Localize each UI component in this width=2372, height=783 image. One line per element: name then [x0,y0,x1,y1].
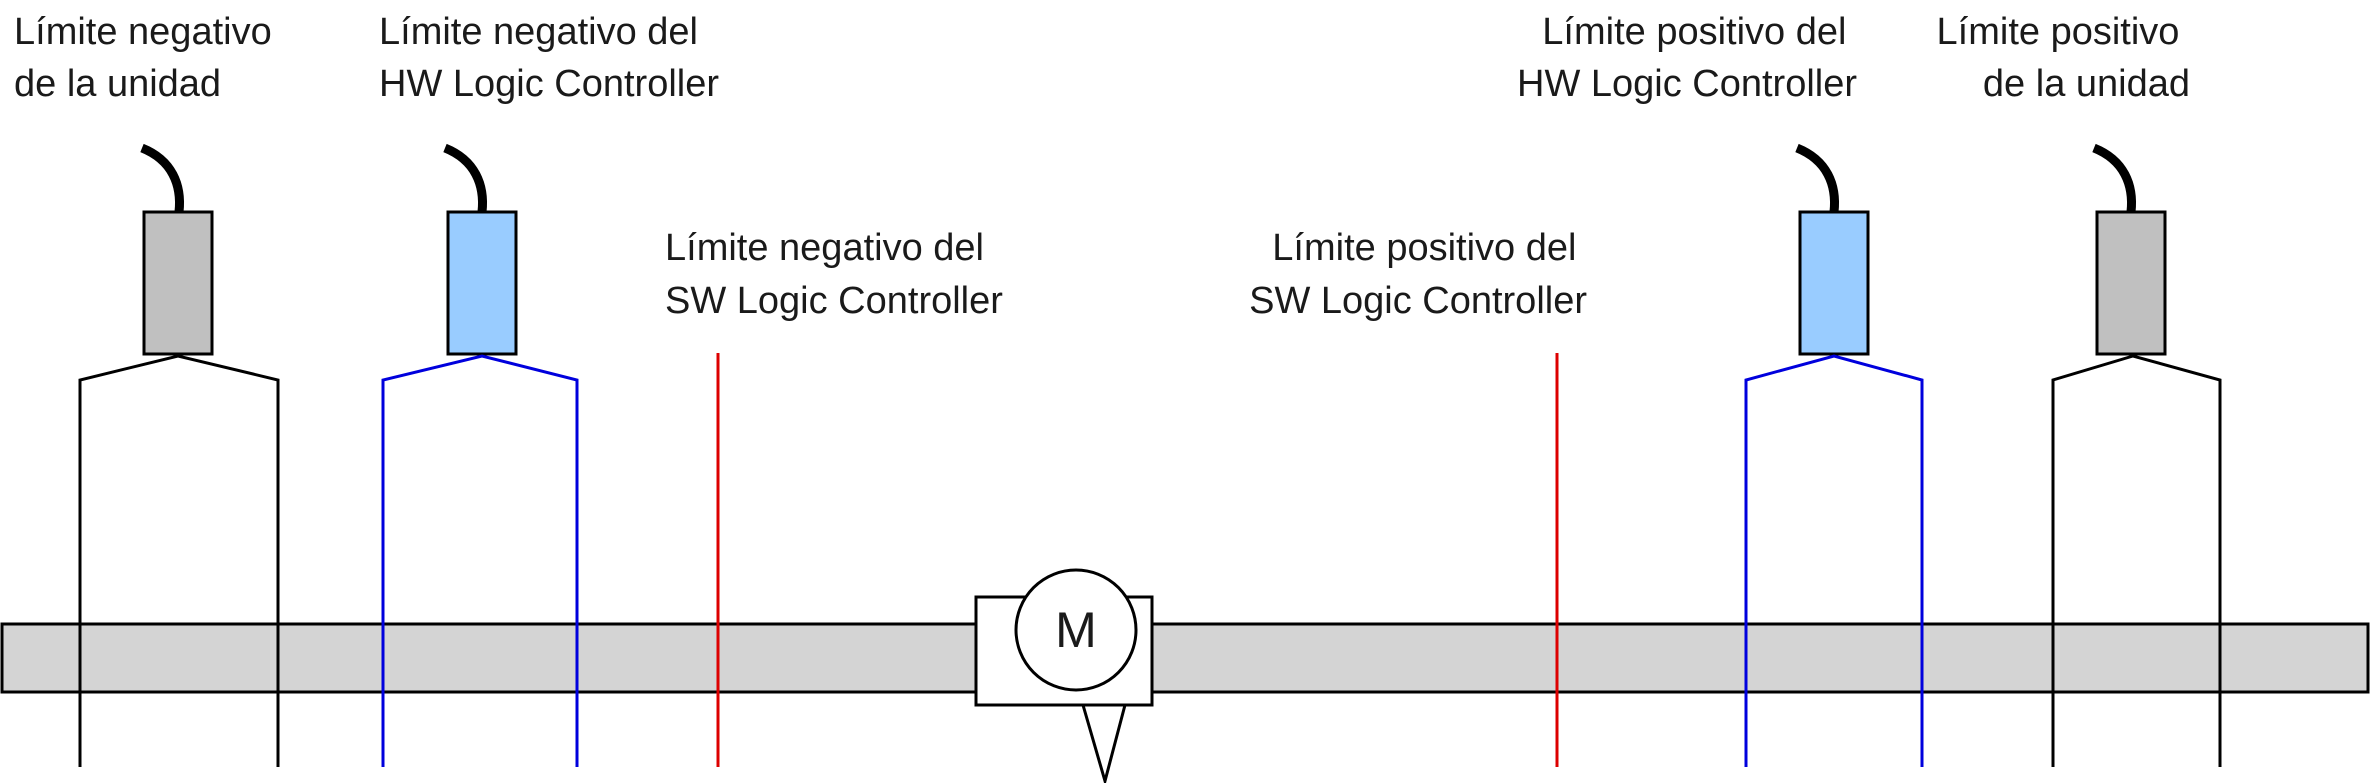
label-hw-negative: Límite negativo del HW Logic Controller [379,11,719,105]
label-line: SW Logic Controller [665,280,1003,322]
motor-symbol: M [1055,602,1097,658]
detection-bracket [1744,354,1924,767]
label-line: HW Logic Controller [379,63,719,105]
detection-bracket [2051,354,2222,767]
label-line: Límite positivo [1937,11,2180,53]
motor-icon [1014,568,1138,692]
label-hw-positive: Límite positivo del HW Logic Controller [1517,11,1857,105]
sensor-cable-icon [443,143,487,213]
label-line: Límite positivo del [1542,11,1846,53]
proximity-sensor-icon [2095,210,2167,356]
drive-negative-limit [78,143,280,767]
drive-positive-limit [2051,143,2222,767]
label-drive-positive: Límite positivo de la unidad [1937,11,2190,105]
detection-bracket [381,354,579,767]
label-sw-negative: Límite negativo del SW Logic Controller [665,227,1003,322]
label-line: SW Logic Controller [1249,280,1587,322]
rail [0,622,2370,694]
label-sw-positive: Límite positivo del SW Logic Controller [1249,227,1587,322]
hw-negative-limit [381,143,579,767]
label-line: de la unidad [1983,63,2190,105]
proximity-sensor-icon [1798,210,1870,356]
position-pointer-icon [1081,703,1127,783]
label-line: HW Logic Controller [1517,63,1857,105]
motor-carriage: M [974,568,1154,783]
sensor-cable-icon [140,143,184,213]
sensor-cable-icon [2092,143,2136,213]
label-drive-negative: Límite negativo de la unidad [14,11,282,105]
sensor-cable-icon [1795,143,1839,213]
label-line: Límite negativo del [665,227,984,269]
proximity-sensor-icon [142,210,214,356]
proximity-sensor-icon [446,210,518,356]
label-line: Límite negativo [14,11,272,53]
label-line: de la unidad [14,63,221,105]
hw-positive-limit [1744,143,1924,767]
label-line: Límite negativo del [379,11,698,53]
detection-bracket [78,354,280,767]
label-line: Límite positivo del [1272,227,1576,269]
